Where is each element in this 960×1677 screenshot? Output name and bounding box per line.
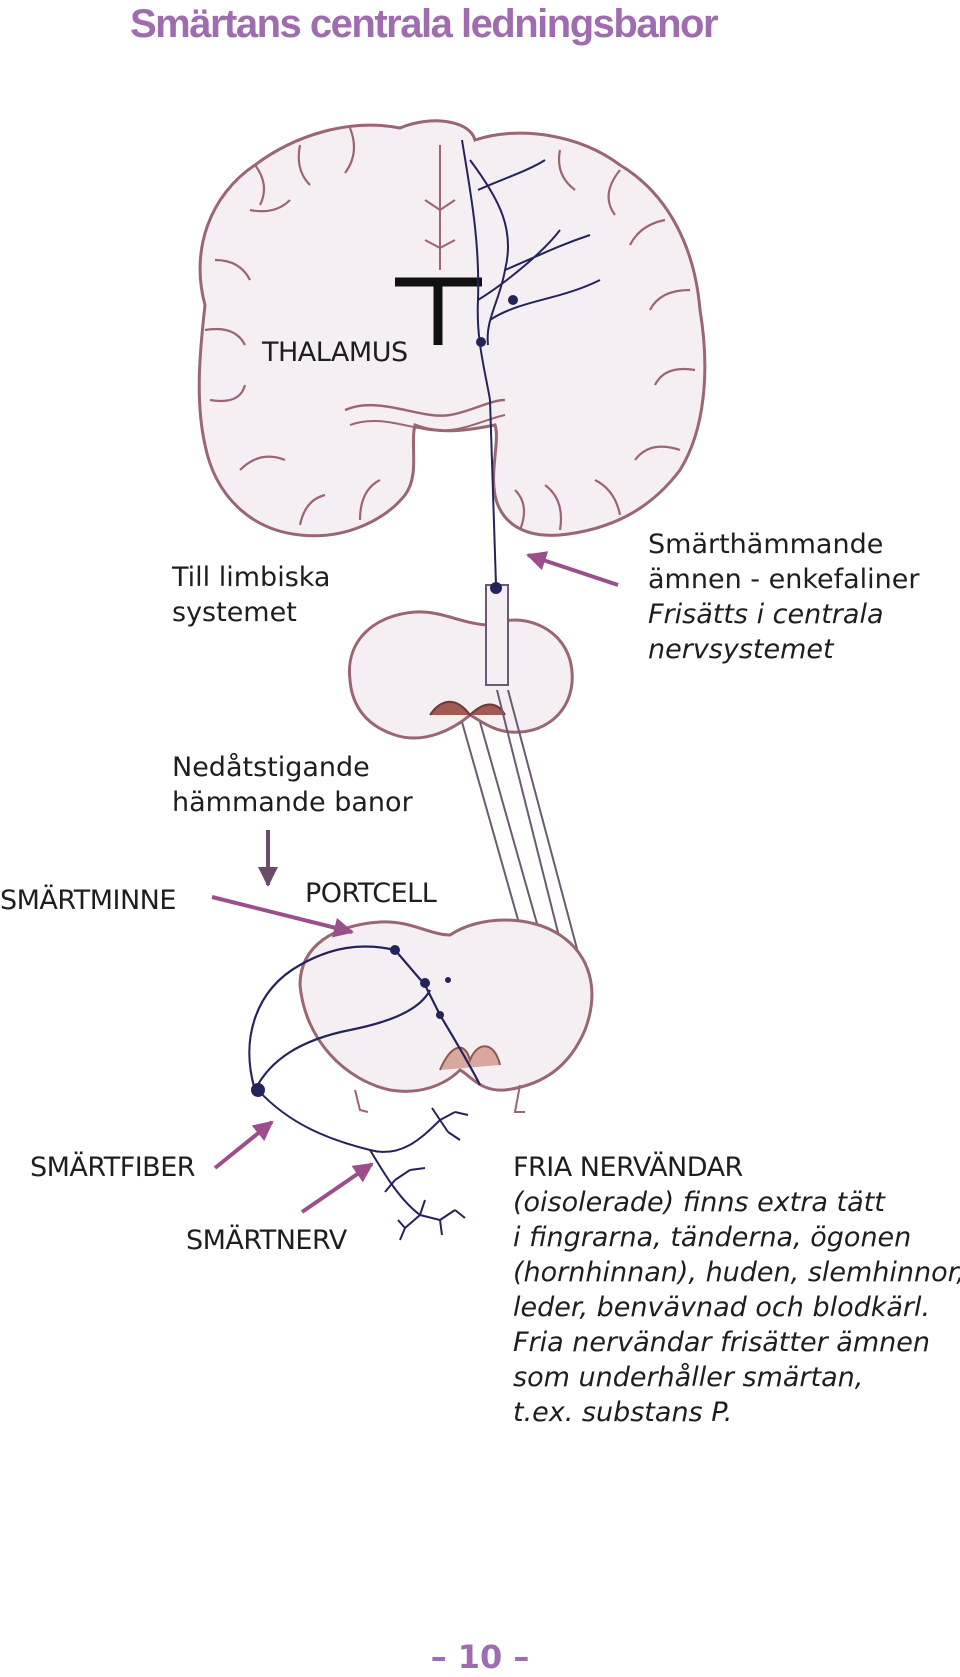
smartminne-label: SMÄRTMINNE bbox=[0, 885, 176, 916]
enkefaliner-arrow bbox=[526, 551, 619, 587]
pain-fiber-ganglion bbox=[251, 1083, 265, 1097]
fria-line: (hornhinnan), huden, slemhinnor, bbox=[513, 1257, 960, 1288]
descending-line: Nedåtstigande bbox=[172, 752, 370, 783]
brainstem-synapse bbox=[490, 582, 502, 594]
smartfiber-arrow bbox=[213, 1120, 274, 1170]
brain-synapse bbox=[508, 295, 518, 305]
page-number: – 10 – bbox=[430, 1638, 530, 1676]
portcell-label: PORTCELL bbox=[305, 878, 437, 909]
enkefaliner-line: ämnen - enkefaliner bbox=[648, 564, 920, 595]
thalamus-marker bbox=[395, 277, 482, 345]
fria-nervandar-block: FRIA NERVÄNDAR (oisolerade) finns extra … bbox=[513, 1150, 960, 1430]
brain-illustration bbox=[197, 119, 707, 538]
fria-line: (oisolerade) finns extra tätt bbox=[513, 1187, 885, 1218]
brainstem-illustration bbox=[347, 610, 574, 740]
spinal-synapses bbox=[390, 945, 451, 1019]
portcell-arrow bbox=[211, 895, 354, 938]
spinal-cord-illustration bbox=[298, 918, 594, 1113]
fria-line: t.ex. substans P. bbox=[513, 1397, 733, 1428]
limbic-label: Till limbiska systemet bbox=[172, 560, 330, 630]
fria-line: i fingrarna, tänderna, ögonen bbox=[513, 1222, 912, 1253]
descending-line: hämmande banor bbox=[172, 787, 413, 818]
free-nerve-endings bbox=[384, 1107, 469, 1241]
page-title: Smärtans centrala ledningsbanor bbox=[130, 2, 719, 46]
smartnerv-label: SMÄRTNERV bbox=[186, 1225, 347, 1256]
tract-tube bbox=[485, 584, 509, 686]
limbic-line: Till limbiska bbox=[172, 562, 331, 593]
smartnerv-arrow bbox=[300, 1162, 374, 1214]
fria-line: Fria nervändar frisätter ämnen bbox=[513, 1327, 930, 1358]
limbic-line: systemet bbox=[172, 597, 297, 628]
descending-label: Nedåtstigande hämmande banor bbox=[172, 750, 413, 820]
fria-heading: FRIA NERVÄNDAR bbox=[513, 1152, 743, 1183]
fria-line: leder, benvävnad och blodkärl. bbox=[513, 1292, 931, 1323]
peripheral-nerve bbox=[257, 1089, 441, 1216]
brain-synapse bbox=[476, 337, 486, 347]
brain-nerve-tract bbox=[461, 139, 601, 586]
fria-line: som underhåller smärtan, bbox=[513, 1362, 864, 1393]
smartfiber-label: SMÄRTFIBER bbox=[30, 1152, 196, 1183]
enkefaliner-italic-line: Frisätts i centrala bbox=[648, 599, 884, 630]
thalamus-label: THALAMUS bbox=[262, 337, 408, 368]
enkefaliner-italic-line: nervsystemet bbox=[648, 634, 834, 665]
enkefaliner-label: Smärthämmande ämnen - enkefaliner Frisät… bbox=[648, 527, 919, 667]
enkefaliner-line: Smärthämmande bbox=[648, 529, 884, 560]
